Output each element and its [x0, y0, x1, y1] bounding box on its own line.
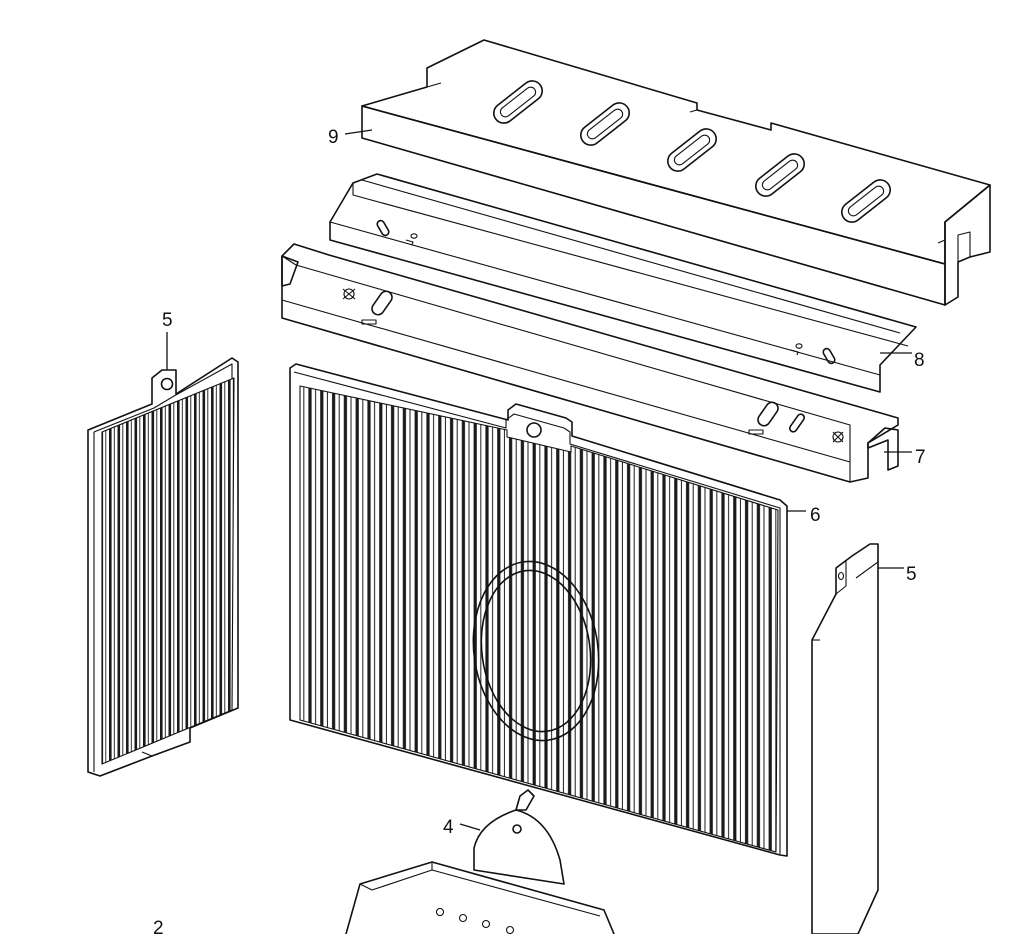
rail-slot-small [788, 413, 806, 433]
callout-part-7: 7 [915, 447, 926, 468]
baffle-slot [755, 153, 805, 197]
top-baffle-block [361, 39, 991, 306]
deflector-slot-right [822, 347, 836, 365]
callout-part-6: 6 [810, 505, 821, 526]
left-side-ribbed-panel [87, 357, 239, 777]
baffle-slot [667, 128, 717, 172]
callout-part-5-left: 5 [162, 310, 173, 331]
callout-labels: 9 8 7 6 5 5 4 2 [153, 127, 926, 934]
callout-part-9: 9 [328, 127, 339, 148]
baffle-slot [841, 179, 891, 223]
baffle-slot [580, 102, 630, 146]
rail-slot-left [371, 290, 393, 316]
lower-deflector-rail [281, 243, 899, 483]
rail-slot-right [757, 401, 779, 427]
upper-deflector-plate [329, 173, 917, 393]
rear-ribbed-panel [289, 363, 788, 857]
deflector-slot-left [376, 219, 390, 237]
leader-lines [166, 129, 912, 831]
firebox-base [345, 861, 615, 934]
right-side-plate [811, 543, 879, 934]
callout-part-4: 4 [443, 817, 454, 838]
callout-part-8: 8 [914, 350, 925, 371]
callout-part-5-right: 5 [906, 564, 917, 585]
baffle-slot [493, 80, 543, 124]
baffle-slots [493, 80, 891, 223]
small-flap [473, 789, 565, 885]
callout-part-2: 2 [153, 918, 164, 934]
